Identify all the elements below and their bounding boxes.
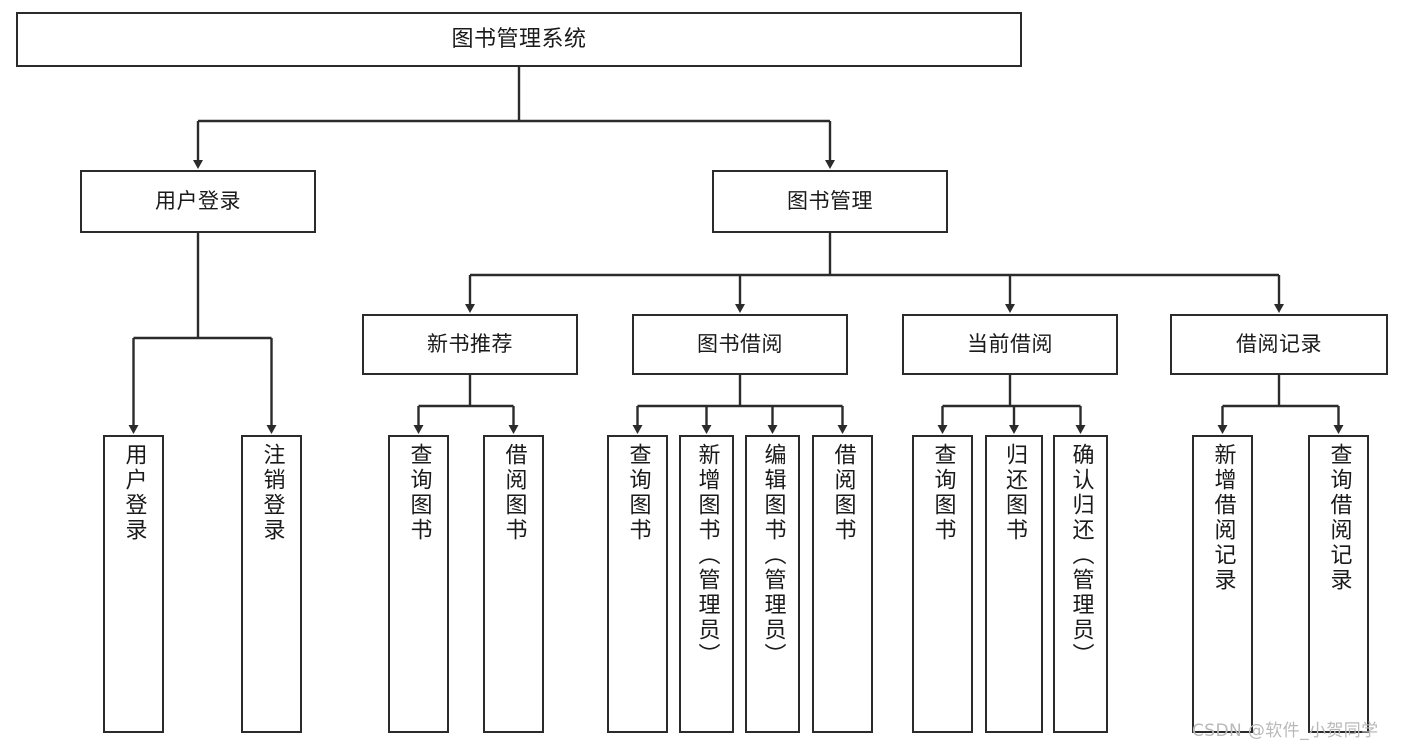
- node-label: 图书管理系统: [451, 26, 587, 52]
- node-leaf-nb-borrow[interactable]: 借阅图书: [483, 435, 544, 733]
- csdn-watermark: CSDN @软件_小贺同学: [1192, 721, 1379, 741]
- node-leaf-cu-query[interactable]: 查询图书: [912, 435, 973, 733]
- node-label: 借阅图书: [501, 443, 527, 543]
- node-leaf-re-query[interactable]: 查询借阅记录: [1308, 435, 1369, 733]
- node-label: 新增借阅记录: [1210, 443, 1236, 593]
- node-borrow[interactable]: 图书借阅: [632, 314, 848, 375]
- edge-bus-login: [133, 233, 272, 340]
- node-label: 图书借阅: [697, 332, 783, 357]
- edge-bus-bookmgmt: [470, 233, 1279, 277]
- node-label: 查询图书: [406, 443, 432, 543]
- node-label: 查询图书: [625, 443, 651, 543]
- node-login[interactable]: 用户登录: [80, 170, 316, 233]
- node-label: 借阅记录: [1236, 332, 1322, 357]
- node-leaf-cu-confirm[interactable]: 确认归还（管理员）: [1053, 435, 1108, 733]
- edge-bus-borrow: [637, 375, 843, 408]
- node-leaf-cu-return[interactable]: 归还图书: [985, 435, 1043, 733]
- node-label: 借阅图书: [830, 443, 856, 543]
- edge-bus-current: [942, 375, 1081, 408]
- edge-bus-records: [1222, 375, 1339, 408]
- node-label: 查询借阅记录: [1326, 443, 1352, 593]
- node-label: 归还图书: [1002, 443, 1027, 543]
- edge-bus-newbook: [418, 375, 514, 408]
- node-label: 新增图书（管理员）: [694, 443, 720, 668]
- node-label: 查询图书: [930, 443, 956, 543]
- node-label: 新书推荐: [427, 332, 513, 357]
- node-bookmgmt[interactable]: 图书管理: [712, 170, 948, 233]
- node-label: 编辑图书（管理员）: [760, 443, 786, 668]
- node-leaf-bo-edit[interactable]: 编辑图书（管理员）: [745, 435, 800, 733]
- node-label: 注销登录: [259, 443, 285, 543]
- node-label: 确认归还（管理员）: [1068, 443, 1094, 668]
- node-newbook[interactable]: 新书推荐: [362, 314, 578, 375]
- node-records[interactable]: 借阅记录: [1170, 314, 1388, 375]
- node-leaf-re-add[interactable]: 新增借阅记录: [1192, 435, 1253, 733]
- node-leaf-bo-add[interactable]: 新增图书（管理员）: [679, 435, 734, 733]
- node-leaf-bo-query[interactable]: 查询图书: [607, 435, 668, 733]
- node-leaf-user-login[interactable]: 用户登录: [103, 435, 164, 733]
- node-current[interactable]: 当前借阅: [902, 314, 1118, 375]
- node-label: 当前借阅: [967, 332, 1053, 357]
- node-leaf-nb-query[interactable]: 查询图书: [388, 435, 449, 733]
- node-label: 图书管理: [787, 189, 873, 214]
- edge-bus-root: [198, 67, 830, 123]
- node-label: 用户登录: [121, 443, 147, 543]
- node-leaf-user-logout[interactable]: 注销登录: [241, 435, 302, 733]
- node-root[interactable]: 图书管理系统: [16, 12, 1022, 67]
- node-label: 用户登录: [155, 189, 241, 214]
- node-leaf-bo-borrow[interactable]: 借阅图书: [812, 435, 873, 733]
